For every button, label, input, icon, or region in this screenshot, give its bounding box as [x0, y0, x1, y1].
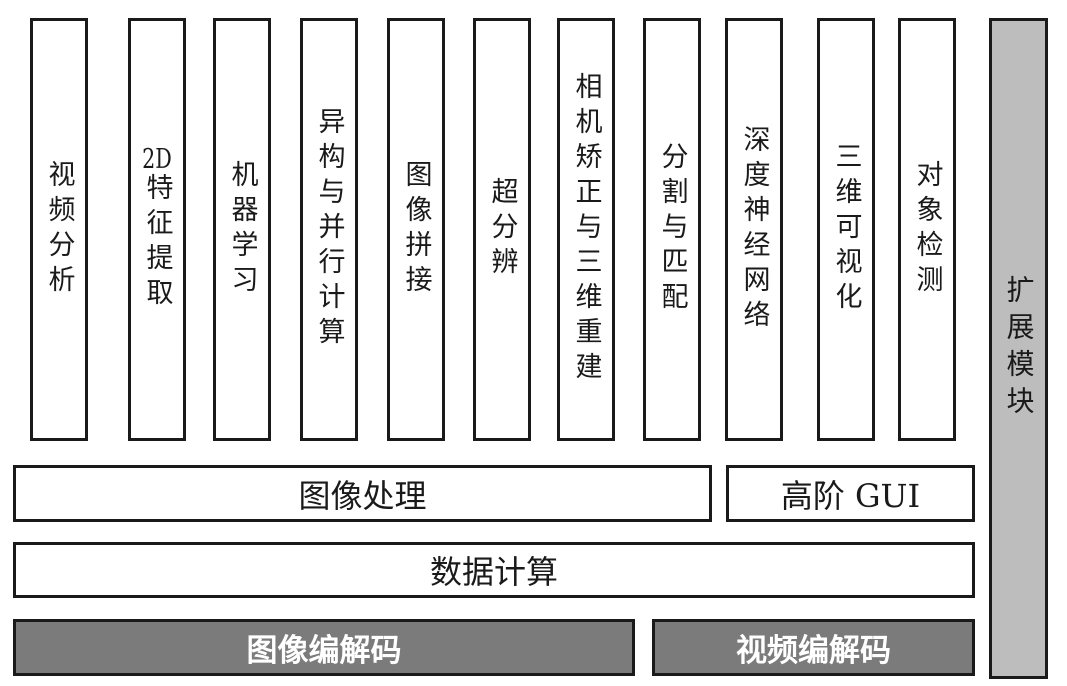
- layer-image-codec: 图像编解码: [13, 619, 635, 676]
- module-super-resolution: 超分辨: [473, 18, 531, 441]
- module-super-resolution-label: 超分辨: [486, 177, 518, 282]
- module-heterogeneous-parallel-computing-label: 异构与并行计算: [313, 107, 345, 352]
- layer-image-processing-label: 图像处理: [298, 476, 427, 515]
- layer-video-codec: 视频编解码: [652, 619, 975, 676]
- module-3d-visualization: 三维可视化: [817, 18, 875, 441]
- module-3d-visualization-label: 三维可视化: [830, 142, 862, 317]
- layer-image-processing: 图像处理: [13, 465, 712, 522]
- module-object-detection-label: 对象检测: [911, 159, 943, 300]
- module-image-stitching-label: 图像拼接: [400, 159, 432, 300]
- module-heterogeneous-parallel-computing: 异构与并行计算: [300, 18, 358, 441]
- module-2d-feature-extraction: 2D特征提取: [128, 18, 186, 441]
- module-machine-learning-label: 机器学习: [226, 159, 258, 300]
- module-deep-neural-network-label: 深度神经网络: [738, 124, 770, 335]
- module-video-analysis-label: 视频分析: [43, 159, 75, 300]
- module-video-analysis: 视频分析: [30, 18, 88, 441]
- module-image-stitching: 图像拼接: [387, 18, 445, 441]
- layer-data-compute: 数据计算: [13, 542, 975, 598]
- module-machine-learning: 机器学习: [213, 18, 271, 441]
- layer-data-compute-label: 数据计算: [429, 553, 558, 591]
- module-camera-calibration-3d-reconstruction: 相机矫正与三维重建: [557, 18, 615, 441]
- module-object-detection: 对象检测: [898, 18, 956, 441]
- extension-modules-label: 扩展模块: [1002, 274, 1036, 423]
- module-camera-calibration-3d-reconstruction-label: 相机矫正与三维重建: [570, 72, 602, 387]
- module-segmentation-matching: 分割与匹配: [643, 18, 701, 441]
- module-deep-neural-network: 深度神经网络: [725, 18, 783, 441]
- module-2d-feature-extraction-label: 2D特征提取: [141, 146, 173, 313]
- layer-video-codec-label: 视频编解码: [736, 633, 891, 669]
- layer-image-codec-label: 图像编解码: [246, 633, 402, 669]
- layer-high-gui-label: 高阶 GUI: [780, 476, 921, 515]
- module-segmentation-matching-label: 分割与匹配: [656, 142, 688, 317]
- layer-high-gui: 高阶 GUI: [726, 465, 975, 522]
- extension-modules-bar: 扩展模块: [989, 18, 1048, 679]
